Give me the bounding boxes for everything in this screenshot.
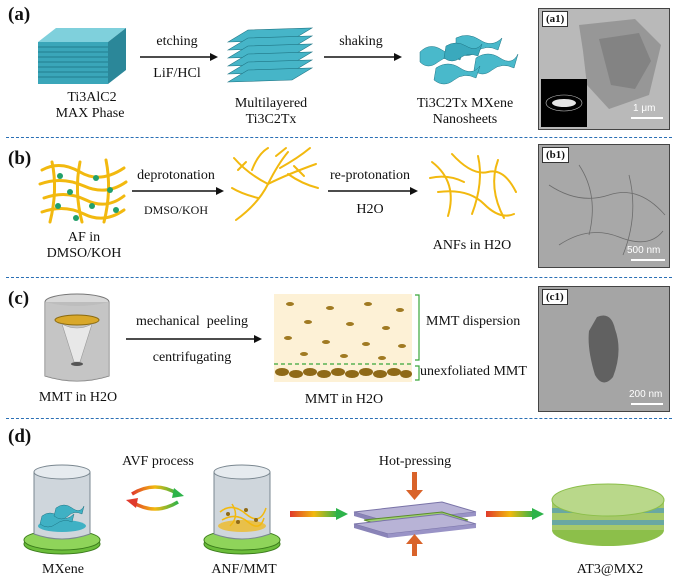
- dissolved-fibers: [231, 147, 319, 221]
- saed-inset: [541, 79, 587, 127]
- mmt-tem-image: [588, 315, 619, 383]
- scale-a1: 1 μm: [633, 103, 656, 114]
- af-fibers: [38, 158, 128, 224]
- anf-mmt-filter-cup: [203, 464, 281, 555]
- panel-c: (c) MMT in H2O mechanical peeling centri…: [0, 280, 678, 414]
- panel-a-label: (a): [8, 4, 31, 25]
- unexfoliated-label: unexfoliated MMT: [420, 364, 527, 379]
- shaking-label: shaking: [339, 34, 383, 49]
- at3mx2-label: AT3@MX2: [576, 562, 644, 577]
- anf-network: [429, 153, 517, 219]
- af-solvent-label: DMSO/KOH: [46, 246, 122, 261]
- multilayered-stack: [226, 27, 314, 83]
- nanosheets-label: Nanosheets: [432, 112, 498, 127]
- mmt-beaker: [44, 293, 110, 382]
- centrifugating-label: centrifugating: [152, 350, 232, 365]
- micrograph-b1: (b1) 500 nm: [538, 144, 670, 268]
- reprotonation-arrow: [328, 187, 418, 195]
- water-label: H2O: [356, 202, 384, 217]
- scale-c1: 200 nm: [629, 389, 663, 400]
- panel-d: (d) MXene AVF process ANF/MMT: [0, 422, 678, 583]
- separator-3: [6, 418, 672, 419]
- dispersion-label: MMT dispersion: [426, 314, 521, 329]
- anfs-label: ANFs in H2O: [432, 238, 512, 253]
- mxene-filter-cup: [23, 464, 101, 555]
- panel-b: (b) AF in DMSO/KOH deprotonation DMSO/KO…: [0, 140, 678, 272]
- micro-b1-label: (b1): [542, 147, 569, 163]
- panel-b-label: (b): [8, 148, 32, 169]
- af-label: AF in: [67, 230, 101, 245]
- gradient-arrow-1: [290, 508, 348, 520]
- scale-bar-c1: [631, 403, 663, 405]
- reprotonation-label: re-protonation: [329, 168, 411, 183]
- multilayered-label: Multilayered: [234, 96, 308, 111]
- dispersion-brace: [415, 294, 420, 381]
- nanosheets-formula: Ti3C2Tx MXene: [416, 96, 514, 111]
- peeling-arrow: [126, 335, 262, 343]
- mmt-result-label: MMT in H2O: [304, 392, 384, 407]
- scale-b1: 500 nm: [627, 245, 661, 256]
- mmt-start-label: MMT in H2O: [38, 390, 118, 405]
- mmt-dispersion-box: [274, 294, 412, 382]
- anf-tem-image: [548, 164, 666, 256]
- dmso-koh-label: DMSO/KOH: [143, 203, 208, 217]
- micro-c1-label: (c1): [542, 289, 568, 305]
- etching-arrow: [140, 53, 218, 61]
- micrograph-a1: (a1) 1 μm: [538, 8, 670, 130]
- max-phase-formula: Ti3AlC2: [67, 90, 117, 105]
- anf-mmt-label: ANF/MMT: [211, 562, 277, 577]
- at3mx2-composite-disc: [551, 483, 665, 546]
- hot-pressing-label: Hot-pressing: [378, 454, 452, 469]
- hot-press: [353, 472, 477, 556]
- cycle-arrows: [126, 485, 184, 511]
- peeling-label: mechanical peeling: [136, 314, 248, 329]
- deprotonation-arrow: [132, 187, 224, 195]
- scale-bar-b1: [631, 259, 665, 261]
- micrograph-c1: (c1) 200 nm: [538, 286, 670, 412]
- separator-1: [6, 137, 672, 138]
- max-phase-name: MAX Phase: [55, 106, 125, 121]
- gradient-arrow-2: [486, 508, 544, 520]
- panel-d-label: (d): [8, 426, 32, 447]
- multilayered-formula: Ti3C2Tx: [245, 112, 297, 127]
- lif-hcl-label: LiF/HCl: [153, 66, 201, 81]
- mxene-label: MXene: [42, 562, 84, 577]
- panel-c-label: (c): [8, 288, 30, 309]
- max-phase-stack: [38, 28, 126, 84]
- micro-a1-label: (a1): [542, 11, 569, 27]
- etching-label: etching: [156, 34, 198, 49]
- panel-a: (a) Ti3AlC2 MAX Phase etching LiF/HCl: [0, 0, 678, 136]
- avf-process-label: AVF process: [122, 454, 194, 469]
- mxene-nanosheets: [419, 35, 519, 85]
- shaking-arrow: [324, 53, 402, 61]
- separator-2: [6, 277, 672, 278]
- deprotonation-label: deprotonation: [137, 168, 215, 183]
- scale-bar-a1: [631, 117, 663, 119]
- mxene-flake-image: [579, 19, 661, 109]
